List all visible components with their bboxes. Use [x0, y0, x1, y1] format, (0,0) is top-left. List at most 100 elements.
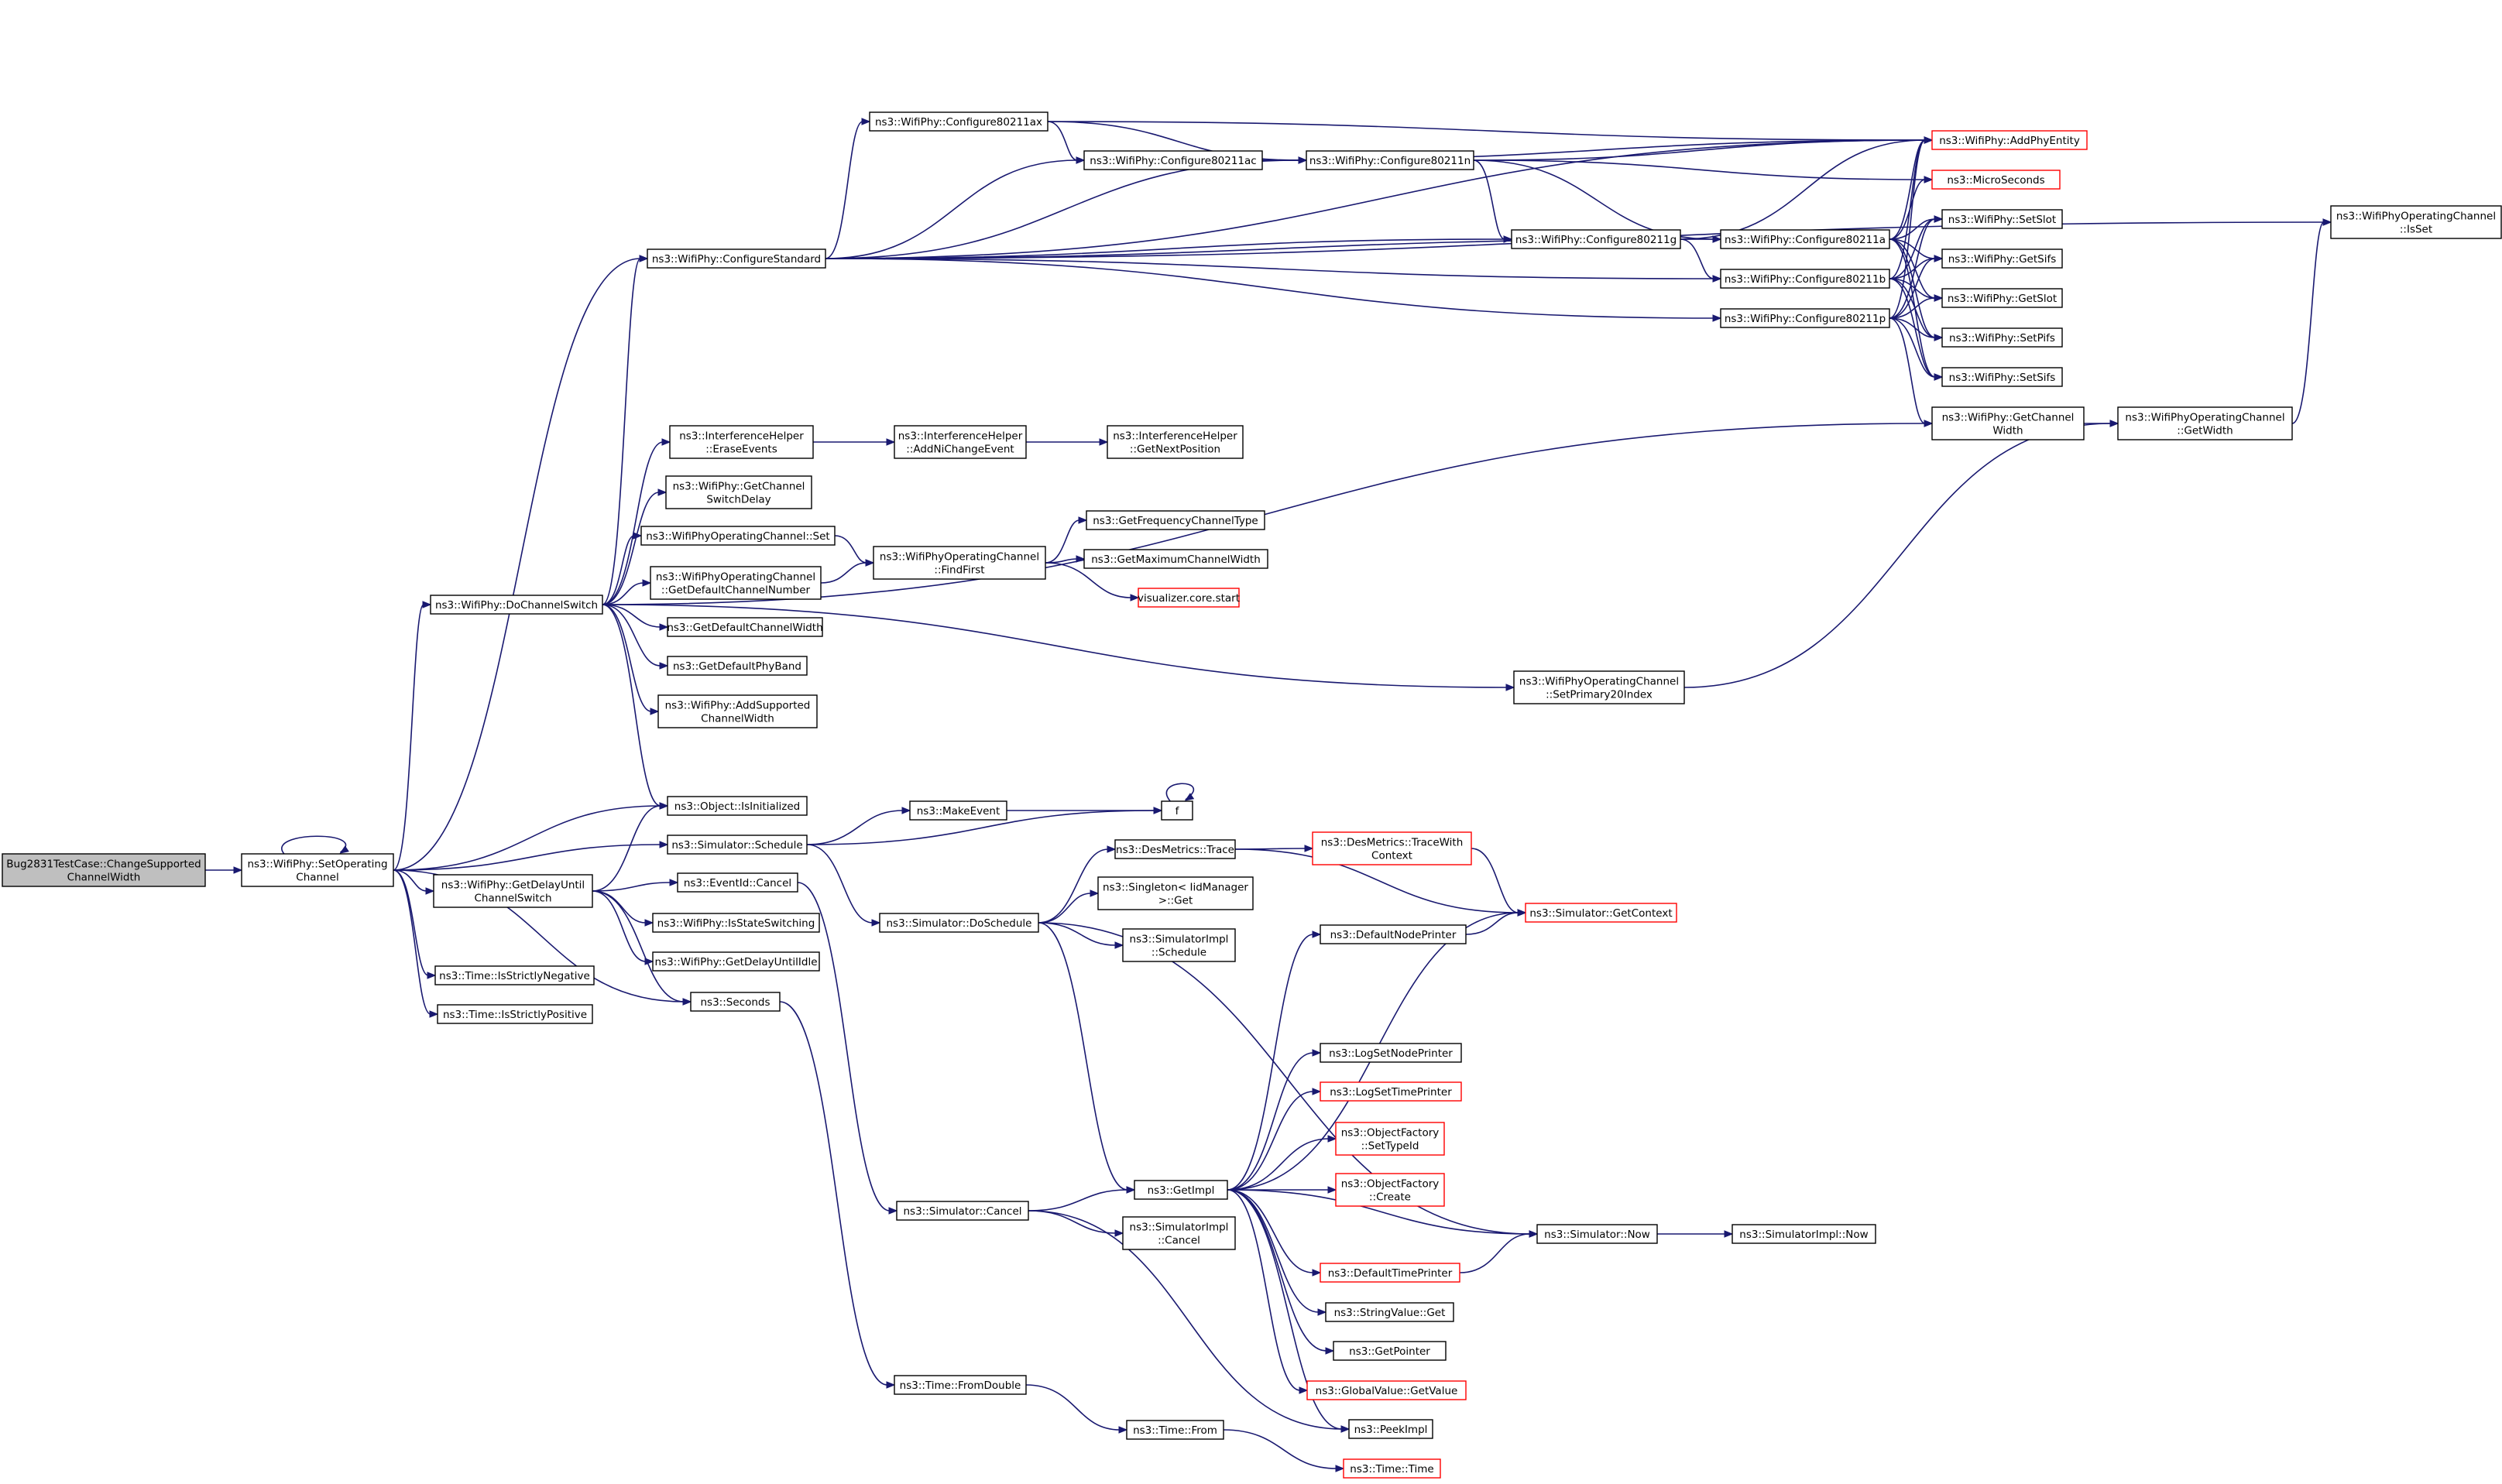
node-cfgp[interactable]: ns3::WifiPhy::Configure80211p: [1720, 308, 1890, 328]
node-addphy[interactable]: ns3::WifiPhy::AddPhyEntity: [1931, 130, 2088, 150]
edge-cfgp-to-getslot: [1889, 297, 1936, 319]
node-findfirst[interactable]: ns3::WifiPhyOperatingChannel::FindFirst: [873, 546, 1046, 580]
node-cfgb[interactable]: ns3::WifiPhy::Configure80211b: [1720, 269, 1890, 289]
node-simnow[interactable]: ns3::Simulator::Now: [1536, 1224, 1658, 1244]
node-getimpl[interactable]: ns3::GetImpl: [1134, 1180, 1228, 1200]
node-fromdouble[interactable]: ns3::Time::FromDouble: [894, 1375, 1027, 1395]
node-maxchw[interactable]: ns3::GetMaximumChannelWidth: [1083, 549, 1268, 569]
node-getdelayidle[interactable]: ns3::WifiPhy::GetDelayUntilIdle: [652, 951, 820, 972]
node-setsifs[interactable]: ns3::WifiPhy::SetSifs: [1941, 367, 2063, 387]
node-f[interactable]: f: [1161, 800, 1193, 821]
node-freqtype[interactable]: ns3::GetFrequencyChannelType: [1086, 510, 1265, 530]
arrowhead-docs-to-defband: [659, 662, 669, 670]
node-opset[interactable]: ns3::WifiPhyOperatingChannel::Set: [640, 526, 836, 546]
node-isinit[interactable]: ns3::Object::IsInitialized: [667, 796, 808, 816]
node-lognode[interactable]: ns3::LogSetNodePrinter: [1320, 1043, 1462, 1063]
node-peek[interactable]: ns3::PeekImpl: [1348, 1419, 1433, 1439]
node-label-isset-line1: ns3::WifiPhyOperatingChannel: [2336, 211, 2496, 223]
node-evcancel[interactable]: ns3::EventId::Cancel: [677, 872, 798, 893]
node-isset[interactable]: ns3::WifiPhyOperatingChannel::IsSet: [2330, 205, 2502, 239]
node-label-getchw-line2: Width: [1992, 425, 2023, 437]
edge-tracectx-to-getctx: [1471, 848, 1519, 913]
node-getnext[interactable]: ns3::InterferenceHelper::GetNextPosition: [1107, 425, 1244, 459]
node-label-implsched-line1: ns3::SimulatorImpl: [1130, 934, 1229, 946]
arrowhead-docs-to-addsup: [650, 708, 660, 715]
node-label-addsup-line1: ns3::WifiPhy::AddSupported: [665, 700, 811, 712]
node-erase[interactable]: ns3::InterferenceHelper::EraseEvents: [669, 425, 814, 459]
node-docs[interactable]: ns3::WifiPhy::DoChannelSwitch: [430, 595, 603, 615]
arrowhead-cfgstd-to-cfgp: [1712, 314, 1722, 322]
edge-getimpl-to-logtime: [1227, 1091, 1314, 1191]
node-defchw[interactable]: ns3::GetDefaultChannelWidth: [667, 617, 823, 637]
node-viz[interactable]: visualizer.core.start: [1138, 588, 1240, 608]
node-deftime[interactable]: ns3::DefaultTimePrinter: [1320, 1263, 1460, 1283]
node-label-destrace: ns3::DesMetrics::Trace: [1116, 844, 1234, 856]
node-simsched[interactable]: ns3::Simulator::Schedule: [667, 835, 808, 855]
node-setslot[interactable]: ns3::WifiPhy::SetSlot: [1941, 209, 2063, 229]
node-settypeid[interactable]: ns3::ObjectFactory::SetTypeId: [1335, 1122, 1445, 1156]
node-setp20[interactable]: ns3::WifiPhyOperatingChannel::SetPrimary…: [1513, 670, 1685, 704]
node-isstatesw[interactable]: ns3::WifiPhy::IsStateSwitching: [652, 913, 820, 933]
node-gvget[interactable]: ns3::GlobalValue::GetValue: [1306, 1380, 1467, 1400]
arrowhead-dessched-to-destrace: [1107, 845, 1117, 853]
node-setpifs[interactable]: ns3::WifiPhy::SetPifs: [1941, 327, 2063, 348]
node-simcancel[interactable]: ns3::Simulator::Cancel: [896, 1201, 1029, 1221]
edge-getdelay-to-seconds: [592, 890, 685, 1002]
node-timetime[interactable]: ns3::Time::Time: [1343, 1458, 1441, 1479]
node-cfgax[interactable]: ns3::WifiPhy::Configure80211ax: [869, 111, 1049, 132]
node-logtime[interactable]: ns3::LogSetTimePrinter: [1320, 1081, 1462, 1102]
node-label-simsched: ns3::Simulator::Schedule: [671, 839, 802, 852]
arrowhead-docs-to-erase: [661, 438, 671, 446]
edge-docs-to-getswd: [602, 492, 660, 605]
arrowhead-cfgp-to-addphy: [1924, 136, 1934, 144]
edge-docs-to-defband: [602, 604, 661, 667]
arrowhead-simsched-to-dessched: [871, 919, 881, 927]
node-isneg[interactable]: ns3::Time::IsStrictlyNegative: [434, 965, 595, 985]
node-singleton[interactable]: ns3::Singleton< IidManager>::Get: [1097, 876, 1254, 910]
node-strget[interactable]: ns3::StringValue::Get: [1325, 1302, 1454, 1322]
node-box-setp20: [1513, 670, 1685, 704]
node-box-simsched: [667, 835, 808, 855]
arrowhead-cfgp-to-setpifs: [1934, 334, 1944, 341]
node-getslot[interactable]: ns3::WifiPhy::GetSlot: [1941, 288, 2063, 308]
edge-findfirst-to-freqtype: [1045, 519, 1080, 564]
node-cfgac[interactable]: ns3::WifiPhy::Configure80211ac: [1083, 150, 1263, 170]
node-getctx[interactable]: ns3::Simulator::GetContext: [1525, 903, 1677, 923]
node-cfga[interactable]: ns3::WifiPhy::Configure80211a: [1720, 229, 1890, 249]
node-cfgstd[interactable]: ns3::WifiPhy::ConfigureStandard: [647, 248, 826, 269]
node-label-setslot: ns3::WifiPhy::SetSlot: [1948, 214, 2056, 226]
node-implsched[interactable]: ns3::SimulatorImpl::Schedule: [1122, 928, 1236, 962]
node-defnode[interactable]: ns3::DefaultNodePrinter: [1320, 924, 1467, 944]
edge-docs-to-addsup: [602, 604, 652, 712]
node-opgetw[interactable]: ns3::WifiPhyOperatingChannel::GetWidth: [2117, 406, 2293, 440]
node-implnow[interactable]: ns3::SimulatorImpl::Now: [1731, 1224, 1876, 1244]
edge-cfgstd-to-cfgb: [825, 258, 1714, 279]
node-box-makeev: [909, 800, 1007, 821]
arrowhead-setop-to-simsched: [659, 841, 669, 848]
node-cfgg[interactable]: ns3::WifiPhy::Configure80211g: [1511, 229, 1681, 249]
node-implcancel[interactable]: ns3::SimulatorImpl::Cancel: [1122, 1216, 1236, 1250]
node-defband[interactable]: ns3::GetDefaultPhyBand: [667, 656, 808, 676]
arrowhead-evcancel-to-simcancel: [888, 1207, 898, 1215]
node-opdefnum[interactable]: ns3::WifiPhyOperatingChannel::GetDefault…: [650, 566, 822, 600]
node-micro[interactable]: ns3::MicroSeconds: [1931, 170, 2061, 190]
node-getsifs[interactable]: ns3::WifiPhy::GetSifs: [1941, 248, 2063, 269]
node-makeev[interactable]: ns3::MakeEvent: [909, 800, 1007, 821]
node-ispos[interactable]: ns3::Time::IsStrictlyPositive: [437, 1004, 593, 1024]
node-ofcreate[interactable]: ns3::ObjectFactory::Create: [1335, 1173, 1445, 1207]
node-seconds[interactable]: ns3::Seconds: [690, 992, 781, 1012]
node-cfgn[interactable]: ns3::WifiPhy::Configure80211n: [1306, 150, 1474, 170]
node-timefrom[interactable]: ns3::Time::From: [1126, 1420, 1224, 1440]
edge-simsched-to-f: [806, 810, 1155, 845]
node-getptr[interactable]: ns3::GetPointer: [1333, 1341, 1447, 1361]
edge-getimpl-to-settypeid: [1227, 1138, 1330, 1191]
node-dessched[interactable]: ns3::Simulator::DoSchedule: [879, 913, 1039, 933]
node-addni[interactable]: ns3::InterferenceHelper::AddNiChangeEven…: [894, 425, 1027, 459]
node-destrace[interactable]: ns3::DesMetrics::Trace: [1114, 839, 1236, 859]
